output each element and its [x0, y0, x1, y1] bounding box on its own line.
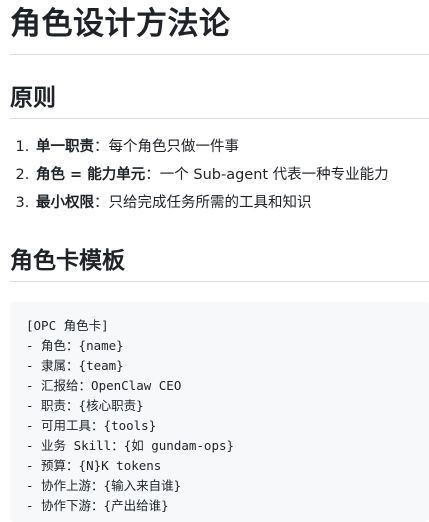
list-item-separator: ：: [94, 195, 109, 211]
code-line: - 职责：{核心职责}: [26, 398, 144, 413]
code-line: - 协作上游：{输入来自谁}: [26, 478, 182, 493]
list-item-term: 单一职责: [36, 139, 94, 155]
code-line: - 业务 Skill：{如 gundam-ops}: [26, 438, 235, 453]
list-item-term: 角色 = 能力单元: [36, 167, 146, 183]
code-line: - 角色：{name}: [26, 338, 124, 353]
code-block: [OPC 角色卡] - 角色：{name} - 隶属：{team} - 汇报给：…: [10, 302, 429, 522]
principles-list: 单一职责：每个角色只做一件事 角色 = 能力单元：一个 Sub-agent 代表…: [10, 133, 429, 217]
list-item: 角色 = 能力单元：一个 Sub-agent 代表一种专业能力: [34, 161, 429, 189]
list-item-term: 最小权限: [36, 195, 94, 211]
list-item-desc: 每个角色只做一件事: [108, 139, 240, 155]
list-item: 单一职责：每个角色只做一件事: [34, 133, 429, 161]
document-page: 角色设计方法论 原则 单一职责：每个角色只做一件事 角色 = 能力单元：一个 S…: [10, 0, 429, 522]
code-line: - 协作下游：{产出给谁}: [26, 498, 169, 513]
code-line: - 汇报给：OpenClaw CEO: [26, 378, 182, 393]
list-item-separator: ：: [145, 167, 160, 183]
list-item: 最小权限：只给完成任务所需的工具和知识: [34, 189, 429, 217]
template-heading: 角色卡模板: [10, 246, 429, 282]
code-line: - 可用工具：{tools}: [26, 418, 157, 433]
code-line: - 隶属：{team}: [26, 358, 124, 373]
list-item-separator: ：: [94, 139, 109, 155]
code-line: [OPC 角色卡]: [26, 318, 109, 333]
list-item-desc: 只给完成任务所需的工具和知识: [108, 195, 312, 211]
code-line: - 预算：{N}K tokens: [26, 458, 162, 473]
principles-heading: 原则: [10, 83, 429, 119]
list-item-desc: 一个 Sub-agent 代表一种专业能力: [159, 167, 389, 183]
page-title: 角色设计方法论: [10, 0, 429, 55]
